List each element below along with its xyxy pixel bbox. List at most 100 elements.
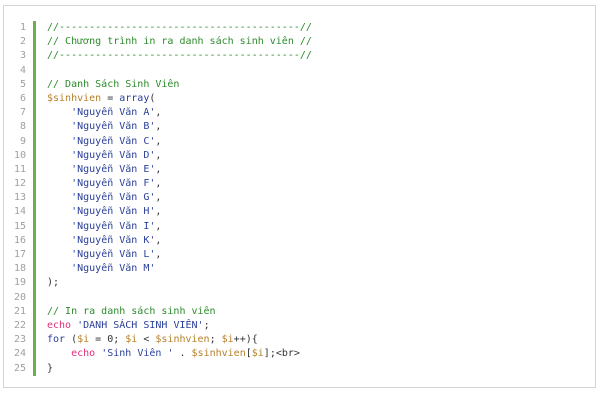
code-token xyxy=(47,121,71,132)
code-token xyxy=(47,249,71,260)
line-number: 16 xyxy=(13,234,26,246)
code-line: 4 xyxy=(4,63,312,78)
code-line: 8 'Nguyễn Văn B', xyxy=(4,120,312,135)
line-number: 10 xyxy=(13,149,26,161)
code-line: 11 'Nguyễn Văn E', xyxy=(4,162,312,178)
line-number: 4 xyxy=(19,64,26,76)
line-number: 5 xyxy=(19,78,26,90)
line-text: 'Nguyễn Văn C', xyxy=(47,135,161,149)
code-lines: 1 //-------------------------------------… xyxy=(4,21,312,376)
code-line: 21// In ra danh sách sinh viên xyxy=(4,304,312,319)
gutter-bar xyxy=(33,21,36,36)
code-token xyxy=(47,164,71,175)
code-block: 1 //-------------------------------------… xyxy=(3,5,596,388)
line-text: // In ra danh sách sinh viên xyxy=(47,305,216,319)
code-token xyxy=(47,221,71,232)
line-number: 8 xyxy=(19,121,26,133)
code-token: $i xyxy=(251,348,264,360)
line-number: 1 xyxy=(19,22,26,33)
code-token: , xyxy=(155,149,162,161)
line-text: echo 'DANH SÁCH SINH VIÊN'; xyxy=(47,319,210,333)
code-token: //--------------------------------------… xyxy=(47,50,312,62)
code-token xyxy=(47,178,71,189)
code-token: 'Nguyễn Văn F' xyxy=(71,178,156,190)
code-token: 'DANH SÁCH SINH VIÊN' xyxy=(77,319,204,331)
line-text: 'Nguyễn Văn K', xyxy=(47,234,161,248)
line-number: 13 xyxy=(13,192,26,204)
line-text: //--------------------------------------… xyxy=(47,21,312,35)
code-line: 10 'Nguyễn Văn D', xyxy=(4,148,312,163)
code-token xyxy=(47,235,71,246)
code-token: ); xyxy=(47,277,60,289)
code-line: 20 xyxy=(4,290,312,305)
line-number: 20 xyxy=(13,291,26,303)
line-number: 25 xyxy=(13,362,26,374)
line-number: 14 xyxy=(13,206,26,218)
code-line: 14 'Nguyễn Văn H', xyxy=(4,205,312,220)
gutter-bar xyxy=(33,120,36,135)
line-number: 11 xyxy=(13,163,26,175)
gutter-bar xyxy=(33,361,36,376)
code-line: 9 'Nguyễn Văn C', xyxy=(4,134,312,149)
code-token: < xyxy=(137,334,156,346)
code-line: 15 'Nguyễn Văn I', xyxy=(4,219,312,234)
code-token: 'Nguyễn Văn E' xyxy=(71,163,156,175)
line-text: // Chương trình in ra danh sách sinh viê… xyxy=(47,35,312,49)
code-token xyxy=(47,192,71,203)
code-token: , xyxy=(155,178,162,190)
line-text: 'Nguyễn Văn L', xyxy=(47,248,161,262)
code-token xyxy=(47,150,71,161)
code-token: 'Nguyễn Văn C' xyxy=(71,135,156,147)
gutter-bar xyxy=(33,333,36,348)
code-token: $i xyxy=(77,334,90,346)
code-token: [ xyxy=(245,348,252,360)
gutter-bar xyxy=(33,347,36,362)
code-token: 'Nguyễn Văn A' xyxy=(71,107,156,119)
code-token: ];<br> xyxy=(263,348,300,360)
line-number: 7 xyxy=(19,107,26,119)
gutter-bar xyxy=(33,148,36,163)
gutter-bar xyxy=(33,219,36,234)
code-token xyxy=(47,348,71,359)
gutter-bar xyxy=(33,205,36,220)
line-number: 12 xyxy=(13,178,26,190)
gutter-bar xyxy=(33,191,36,206)
line-number: 3 xyxy=(19,50,26,62)
gutter-bar xyxy=(33,248,36,263)
code-token: $sinhvien xyxy=(191,348,246,360)
code-token: 'Nguyễn Văn B' xyxy=(71,121,156,133)
code-token: = 0; xyxy=(89,334,126,346)
line-text: 'Nguyễn Văn D', xyxy=(47,149,161,163)
code-token: ( xyxy=(65,334,78,346)
code-token: , xyxy=(155,206,162,218)
code-token: 'Nguyễn Văn K' xyxy=(71,234,156,246)
code-token: } xyxy=(47,362,54,374)
line-number: 17 xyxy=(13,249,26,260)
code-token xyxy=(47,136,71,147)
line-number: 19 xyxy=(13,277,26,289)
code-token: echo xyxy=(71,348,96,360)
line-number: 15 xyxy=(13,220,26,232)
line-text: 'Nguyễn Văn A', xyxy=(47,106,161,120)
code-line: 25} xyxy=(4,361,312,376)
code-token: $sinhvien xyxy=(47,92,102,104)
code-token: $i xyxy=(125,334,138,346)
line-text: ); xyxy=(47,276,59,290)
code-token: = xyxy=(101,92,120,104)
line-text: echo 'Sinh Viên ' . $sinhvien[$i];<br> xyxy=(47,347,300,361)
code-line: 3 //-------------------------------------… xyxy=(4,49,312,64)
code-line: 17 'Nguyễn Văn L', xyxy=(4,248,312,263)
code-token: , xyxy=(155,249,162,260)
line-text: 'Nguyễn Văn M' xyxy=(47,262,155,276)
code-token: array xyxy=(119,92,150,104)
code-token: 'Nguyễn Văn H' xyxy=(71,206,156,218)
gutter-bar xyxy=(33,106,36,121)
code-line: 18 'Nguyễn Văn M' xyxy=(4,262,312,277)
gutter-bar xyxy=(33,63,36,78)
gutter-bar xyxy=(33,91,36,107)
code-line: 13 'Nguyễn Văn G', xyxy=(4,191,312,206)
line-number: 2 xyxy=(19,36,26,48)
gutter-bar xyxy=(33,162,36,178)
code-token xyxy=(47,107,71,118)
